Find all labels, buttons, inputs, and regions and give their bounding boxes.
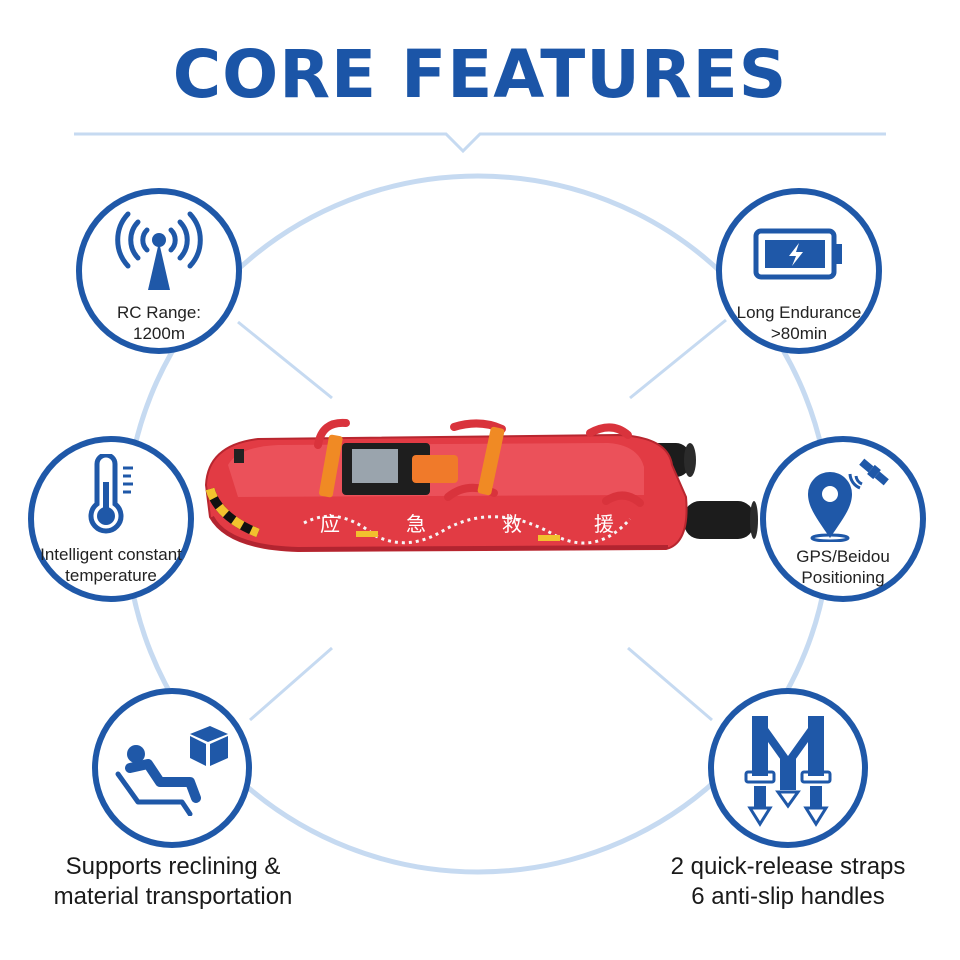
connector-line xyxy=(249,646,333,722)
feature-label-line1: Long Endurance xyxy=(736,303,862,322)
feature-temperature: Intelligent constant temperature xyxy=(28,436,194,602)
feature-label-line1: GPS/Beidou xyxy=(796,547,890,566)
feature-label: GPS/Beidou Positioning xyxy=(746,546,940,588)
hull-char: 应 xyxy=(320,512,340,536)
feature-label-line2: 1200m xyxy=(133,324,185,343)
feature-rc-range: RC Range: 1200m xyxy=(76,188,242,354)
thruster xyxy=(684,501,754,539)
page-title: CORE FEATURES xyxy=(172,36,788,113)
bow-hazard-stripes xyxy=(205,487,260,538)
header-divider xyxy=(74,132,886,154)
feature-reclining xyxy=(92,688,252,848)
feature-caption-straps: 2 quick-release straps 6 anti-slip handl… xyxy=(652,852,924,912)
caption-line1: Supports reclining & xyxy=(65,853,281,880)
feature-label: Long Endurance >80min xyxy=(702,302,896,344)
gps-satellite-icon xyxy=(766,450,920,542)
hull-char: 援 xyxy=(594,512,614,536)
connector-line xyxy=(237,320,333,400)
caption-line2: 6 anti-slip handles xyxy=(691,883,885,910)
hull-char: 救 xyxy=(502,512,522,536)
thermometer-icon xyxy=(34,454,188,538)
boat-handles xyxy=(314,418,644,507)
feature-label-line1: Intelligent constant xyxy=(40,545,182,564)
feature-straps xyxy=(708,688,868,848)
hull-char: 急 xyxy=(406,512,426,536)
feature-label: Intelligent constant temperature xyxy=(14,544,208,586)
orange-strap xyxy=(477,426,505,496)
feature-label-line2: Positioning xyxy=(801,568,885,587)
reclining-person-box-icon xyxy=(98,720,246,816)
orange-strap xyxy=(319,434,343,498)
caption-line1: 2 quick-release straps xyxy=(670,853,906,880)
caption-line2: material transportation xyxy=(53,883,293,910)
antenna-signal-icon xyxy=(82,208,236,292)
connector-line xyxy=(629,318,727,400)
feature-label-line2: >80min xyxy=(770,324,828,343)
feature-label-line2: temperature xyxy=(65,566,157,585)
feature-positioning: GPS/Beidou Positioning xyxy=(760,436,926,602)
connector-line xyxy=(627,646,713,722)
feature-label-line1: RC Range: xyxy=(116,303,202,322)
battery-icon xyxy=(722,228,876,280)
feature-caption-reclining: Supports reclining & material transporta… xyxy=(40,852,306,912)
rope xyxy=(303,514,632,545)
feature-label: RC Range: 1200m xyxy=(62,302,256,344)
strap-harness-icon xyxy=(714,712,862,828)
feature-endurance: Long Endurance >80min xyxy=(716,188,882,354)
rescue-boat-image: 应 急 救 援 xyxy=(204,418,758,553)
